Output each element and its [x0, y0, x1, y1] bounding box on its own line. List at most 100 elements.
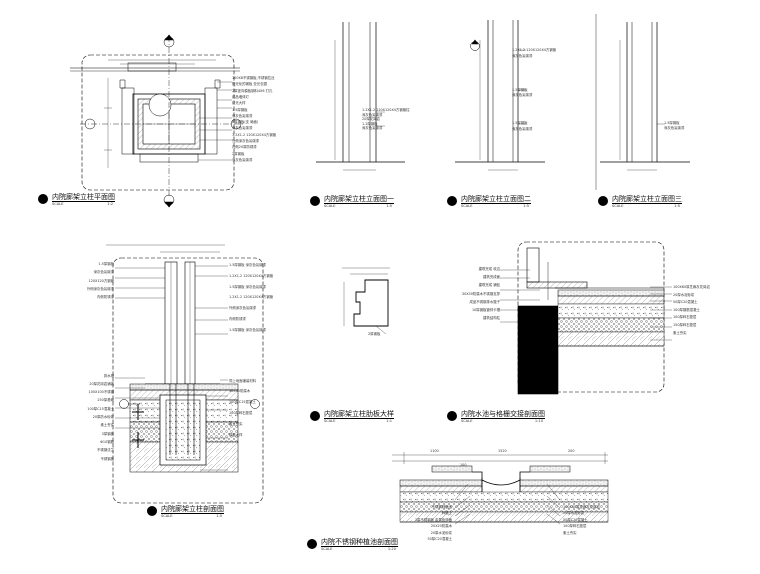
- annotation-section-right-4: 外侧深灰色氟碳漆: [229, 306, 257, 311]
- scale-value: 1:2: [107, 202, 113, 206]
- annotation-plan-4: 灯光大样: [232, 101, 246, 106]
- annotation-waterscape-left-3: 30X30防腐木不锈钢支撑: [461, 291, 500, 296]
- title-marker: [310, 411, 320, 421]
- scale-label: SCALE: [461, 419, 473, 423]
- drawing-title: 内院廊架立柱剖面图: [161, 505, 224, 513]
- annotation-section-right-0: 1.5厚钢板 深灰色氟碳漆: [229, 263, 266, 267]
- annotation-section-right-11: 素土夯实: [229, 421, 243, 426]
- annotation-section-left-10: 20厚防水砂浆: [92, 415, 114, 419]
- annotation-plan-0: 100X8不锈钢板,不锈钢拉丝: [232, 76, 275, 80]
- annotation-elev2-0: 1.2X1.2 120X120X4方钢管: [512, 48, 557, 52]
- annotation-section-left-4: 内侧防锈漆: [97, 295, 114, 300]
- scale-value: 1:10: [534, 419, 543, 423]
- scale-label: SCALE: [321, 547, 333, 551]
- annotation-plan-5: 1.5厚钢板: [232, 107, 248, 112]
- drawing-title: 内院廊架立柱立面图一: [324, 195, 394, 203]
- annotation-section-right-1: 1.2X1.2 120X120X4方钢管: [229, 273, 274, 278]
- annotation-section-left-14: 不锈钢法兰: [97, 448, 114, 453]
- annotation-rib-0: 2厚钢板: [368, 332, 381, 336]
- annotation-waterscape-right-6: 素土夯实: [673, 330, 687, 335]
- dimension-label: 1520: [498, 449, 507, 453]
- title-rib: 内院廊架立柱肋板大样 SCALE 1:1: [310, 410, 394, 424]
- scale-value: 1:5: [386, 204, 392, 208]
- annotation-section-left-6: 20厚花岗岩铺装: [89, 381, 114, 386]
- annotation-section-right-2: 1.5厚钢板 深灰色氟碳漆: [229, 284, 266, 289]
- annotation-elev3-0: 1.5厚钢板: [664, 121, 680, 125]
- annotation-elev1-3: 1.2厚钢板: [362, 121, 378, 126]
- annotation-plan-10: 外侧深灰色氟碳漆: [232, 139, 260, 143]
- annotation-waterscape-right-5: 150厚碎石垫层: [673, 323, 697, 327]
- annotation-elev3-1: 深灰色氟碳漆: [664, 125, 685, 130]
- drawing-title: 内院不锈钢种植池剖面图: [321, 538, 398, 546]
- annotation-plan-8: 深灰色氟碳漆: [232, 126, 253, 131]
- annotation-planter-left-2: 3厚不锈钢板 金属色饰面: [414, 517, 452, 522]
- annotation-section-left-8: 250厚基础: [97, 398, 114, 403]
- annotation-waterscape-left-1: 建筑完成面: [483, 275, 500, 280]
- annotation-waterscape-right-4: 100厚碎石垫层: [673, 315, 697, 320]
- annotation-section-left-3: 外侧深灰色氟碳漆: [86, 286, 114, 291]
- drawing-title: 内院廊架立柱肋板大样: [324, 410, 394, 418]
- annotation-section-left-11: 素土夯实: [100, 423, 114, 428]
- annotation-elev1-2: 20厚花岗岩: [362, 117, 380, 122]
- title-marker: [447, 196, 457, 206]
- scale-value: 1:1: [386, 419, 392, 423]
- annotation-section-left-13: Φ10钢筋: [100, 439, 114, 444]
- annotation-waterscape-right-3: 100厚钢筋混凝土: [673, 307, 700, 312]
- annotation-planter-left-4: 20厚水泥砂浆: [430, 530, 452, 535]
- annotation-planter-right-1: 20厚水泥砂浆: [563, 511, 585, 516]
- annotation-plan-2: 2厚竖向模板钢料4X6 打孔: [232, 88, 273, 93]
- annotation-waterscape-left-5: 10厚钢板镀锌卡槽: [471, 308, 500, 312]
- annotation-waterscape-right-2: 50厚C20混凝土: [673, 300, 698, 305]
- title-marker: [598, 196, 608, 206]
- scale-value: 1:20: [387, 547, 396, 551]
- title-waterscape: 内院水池与格栅交接剖面图 SCALE 1:10: [447, 410, 545, 424]
- annotation-elev1-0: 1.2X1.2 120X120X4方钢管柱: [362, 108, 410, 112]
- annotation-planter-left-0: 不锈钢种植池: [431, 505, 452, 509]
- annotation-elev2-5: 深灰色氟碳漆: [512, 127, 533, 131]
- annotation-elev2-2: 1.5厚钢板: [512, 87, 528, 92]
- annotation-plan-9: 1.2X1.2 120X120X4方钢管: [232, 132, 277, 137]
- scale-value: 1:5: [523, 204, 529, 208]
- drawing-title: 内院廊架立柱立面图三: [612, 195, 682, 203]
- title-marker: [310, 196, 320, 206]
- elevation-1: [316, 22, 405, 171]
- annotation-section-left-2: 120X120方钢管: [88, 278, 114, 283]
- annotation-planter-right-0: 100X60厚芝麻灰花岗岩: [563, 505, 600, 509]
- scale-label: SCALE: [324, 419, 336, 423]
- title-planter: 内院不锈钢种植池剖面图 SCALE 1:20: [307, 538, 398, 552]
- scale-value: 1:5: [674, 204, 680, 208]
- annotation-planter-left-1: 种植土: [441, 511, 452, 516]
- dimension-label: 1100: [430, 449, 439, 453]
- waterscape-section: [500, 241, 672, 395]
- rib-detail: [342, 267, 390, 335]
- drawing-title: 内院廊架立柱立面图二: [461, 195, 531, 203]
- annotation-section-left-12: 3厚钢板: [101, 431, 114, 436]
- annotation-section-left-9: 100厚C15混凝土: [87, 406, 114, 411]
- annotation-plan-3: 成品墙体灯: [232, 94, 249, 99]
- annotation-section-right-12: 钢板大样: [229, 432, 243, 437]
- annotation-plan-11: 内侧20厚防锈漆: [232, 145, 257, 150]
- annotation-section-left-5: 排水槽: [103, 373, 114, 378]
- scale-label: SCALE: [52, 202, 64, 206]
- annotation-section-right-7: 同上地面铺装材料: [229, 378, 257, 383]
- title-marker: [147, 506, 157, 516]
- annotation-waterscape-left-4: 成品不锈钢排水篦子: [469, 299, 500, 304]
- annotation-planter-left-3: 20X20防腐木: [430, 524, 452, 529]
- title-marker: [307, 539, 317, 549]
- drawing-title: 内院水池与格栅交接剖面图: [461, 410, 545, 418]
- title-marker: [447, 411, 457, 421]
- annotation-planter-left-5: 50厚C20混凝土: [427, 537, 452, 541]
- dimension-label: 100: [460, 463, 467, 467]
- annotation-planter-right-2: 50厚C20混凝土: [563, 517, 588, 522]
- column-section: [106, 244, 264, 504]
- scale-label: SCALE: [161, 514, 173, 518]
- annotation-section-right-5: 内侧防锈漆: [229, 317, 246, 321]
- elevation-2: [455, 20, 545, 171]
- elevation-3: [595, 14, 690, 190]
- scale-label: SCALE: [324, 204, 336, 208]
